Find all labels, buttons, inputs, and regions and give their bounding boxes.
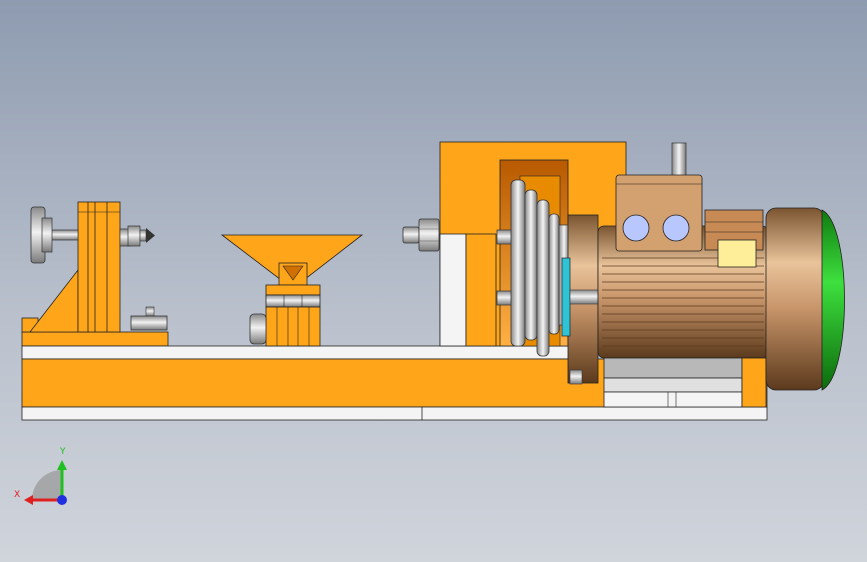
pulley-stack xyxy=(496,179,570,357)
electric-motor xyxy=(561,174,845,408)
spindle-nut xyxy=(402,218,440,252)
base-bolt xyxy=(130,306,168,331)
y-axis-label: Y xyxy=(59,447,66,457)
hopper-assembly xyxy=(220,234,364,347)
coordinate-triad: Y X xyxy=(14,447,67,505)
tailstock-bracket xyxy=(29,201,121,333)
handwheel-screw xyxy=(30,206,155,264)
x-axis-label: X xyxy=(14,490,20,500)
